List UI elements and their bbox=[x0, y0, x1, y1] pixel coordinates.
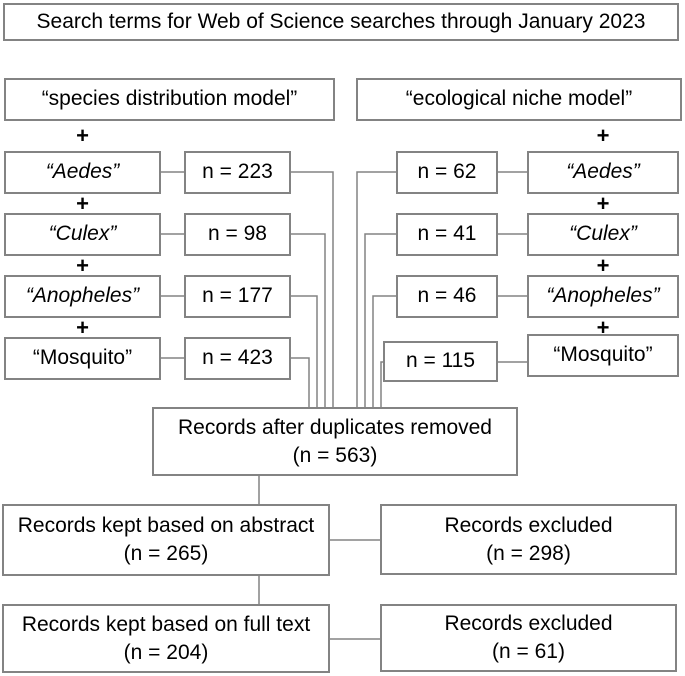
right-count-aedes-text: n = 62 bbox=[417, 160, 477, 184]
left-count-mosquito-box: n = 423 bbox=[184, 337, 291, 380]
plus-left-1: + bbox=[76, 123, 89, 148]
excluded-fulltext-box: Records excluded (n = 61) bbox=[380, 604, 677, 672]
left-term-anopheles-text: “Anopheles” bbox=[25, 284, 140, 308]
title-text: Search terms for Web of Science searches… bbox=[36, 9, 646, 33]
duplicates-removed-count: (n = 563) bbox=[292, 443, 378, 467]
kept-fulltext-box: Records kept based on full text (n = 204… bbox=[2, 604, 330, 673]
excluded-fulltext-label: Records excluded bbox=[444, 612, 613, 635]
excluded-abstract-label: Records excluded bbox=[444, 513, 613, 537]
right-header-box: “ecological niche model” bbox=[356, 78, 682, 121]
plus-right-3: + bbox=[596, 253, 610, 278]
left-count-culex-text: n = 98 bbox=[208, 222, 267, 246]
connector-right-down-3 bbox=[372, 295, 396, 407]
kept-fulltext-label: Records kept based on full text bbox=[21, 612, 311, 636]
right-term-mosquito-text: “Mosquito” bbox=[553, 343, 653, 367]
left-count-mosquito-text: n = 423 bbox=[202, 346, 273, 370]
left-count-anopheles-text: n = 177 bbox=[202, 284, 273, 308]
right-count-anopheles-text: n = 46 bbox=[417, 284, 477, 308]
duplicates-removed-label: Records after duplicates removed bbox=[178, 415, 492, 439]
right-count-anopheles-box: n = 46 bbox=[396, 275, 498, 318]
right-count-aedes-box: n = 62 bbox=[396, 151, 498, 194]
right-count-mosquito-text: n = 115 bbox=[405, 349, 476, 373]
right-term-culex-text: “Culex” bbox=[569, 222, 637, 246]
left-header-box: “species distribution model” bbox=[4, 78, 335, 121]
right-term-anopheles-box: “Anopheles” bbox=[527, 275, 679, 318]
kept-abstract-label: Records kept based on abstract bbox=[17, 514, 315, 537]
kept-abstract-box: Records kept based on abstract (n = 265) bbox=[2, 504, 330, 576]
connector-right-down-1 bbox=[356, 171, 396, 407]
plus-right-1: + bbox=[596, 123, 610, 148]
connector-right-down-4 bbox=[380, 361, 383, 407]
connector-left-down-4 bbox=[291, 357, 310, 407]
left-term-aedes-box: “Aedes” bbox=[4, 151, 161, 194]
right-header-text: “ecological niche model” bbox=[405, 87, 633, 111]
left-term-aedes-text: “Aedes” bbox=[45, 160, 120, 184]
left-term-mosquito-box: “Mosquito” bbox=[4, 337, 161, 380]
left-term-culex-box: “Culex” bbox=[4, 213, 161, 256]
right-term-culex-box: “Culex” bbox=[527, 213, 679, 256]
plus-right-4: + bbox=[596, 315, 610, 340]
kept-fulltext-count: (n = 204) bbox=[123, 640, 209, 664]
left-header-text: “species distribution model” bbox=[41, 87, 298, 111]
title-box: Search terms for Web of Science searches… bbox=[3, 3, 679, 41]
left-count-culex-box: n = 98 bbox=[184, 213, 291, 256]
connector-right-down-2 bbox=[364, 233, 396, 407]
right-count-culex-text: n = 41 bbox=[417, 222, 477, 246]
left-count-anopheles-box: n = 177 bbox=[184, 275, 291, 318]
left-term-mosquito-text: “Mosquito” bbox=[32, 346, 133, 370]
excluded-abstract-count: (n = 298) bbox=[486, 541, 571, 565]
right-term-aedes-text: “Aedes” bbox=[566, 160, 640, 184]
connector-left-down-3 bbox=[291, 295, 318, 407]
right-count-culex-box: n = 41 bbox=[396, 213, 498, 256]
plus-left-4: + bbox=[76, 315, 89, 340]
kept-abstract-count: (n = 265) bbox=[123, 542, 209, 565]
left-term-culex-text: “Culex” bbox=[48, 222, 117, 246]
plus-right-2: + bbox=[596, 191, 610, 216]
duplicates-removed-box: Records after duplicates removed (n = 56… bbox=[152, 407, 518, 476]
right-term-anopheles-text: “Anopheles” bbox=[546, 284, 660, 308]
connector-left-down-2 bbox=[291, 233, 326, 407]
left-count-aedes-box: n = 223 bbox=[184, 151, 291, 194]
left-term-anopheles-box: “Anopheles” bbox=[4, 275, 161, 318]
plus-left-2: + bbox=[76, 191, 89, 216]
right-term-mosquito-box: “Mosquito” bbox=[527, 334, 679, 377]
left-count-aedes-text: n = 223 bbox=[202, 160, 273, 184]
right-term-aedes-box: “Aedes” bbox=[527, 151, 679, 194]
excluded-fulltext-count: (n = 61) bbox=[492, 640, 565, 663]
right-count-mosquito-box: n = 115 bbox=[383, 341, 498, 382]
plus-left-3: + bbox=[76, 253, 89, 278]
excluded-abstract-box: Records excluded (n = 298) bbox=[380, 504, 677, 575]
connector-left-down-1 bbox=[291, 171, 334, 407]
